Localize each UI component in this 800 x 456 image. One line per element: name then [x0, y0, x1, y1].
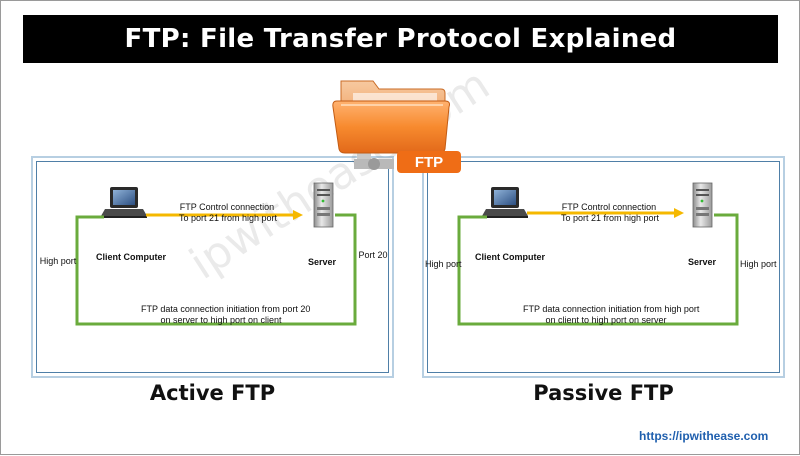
- passive-client-port-label: High port: [425, 259, 462, 269]
- active-client-port-label: High port: [39, 256, 77, 266]
- passive-server-label: Server: [687, 257, 717, 267]
- passive-server-icon: [692, 182, 713, 228]
- passive-client-label: Client Computer: [475, 252, 546, 262]
- active-server-icon: [313, 182, 334, 228]
- passive-data-label: FTP data connection initiation from high…: [523, 304, 700, 325]
- active-server-port-label: Port 20: [358, 250, 388, 260]
- active-ftp-panel: [31, 156, 394, 378]
- title-bar: FTP: File Transfer Protocol Explained: [23, 15, 778, 63]
- active-data-label: FTP data connection initiation from port…: [141, 304, 311, 325]
- passive-client-computer-icon: [482, 187, 528, 218]
- passive-server-port-label: High port: [740, 259, 777, 269]
- active-ftp-title: Active FTP: [149, 381, 276, 405]
- footer-url-link[interactable]: https://ipwithease.com: [639, 429, 769, 443]
- passive-ftp-panel: [422, 156, 785, 378]
- active-client-computer-icon: [101, 187, 147, 218]
- page-title: FTP: File Transfer Protocol Explained: [124, 24, 677, 54]
- active-server-label: Server: [307, 257, 337, 267]
- ftp-badge: FTP: [397, 151, 461, 173]
- passive-data-line: [457, 213, 739, 326]
- active-client-label: Client Computer: [96, 252, 167, 262]
- passive-ftp-title: Passive FTP: [533, 381, 674, 405]
- active-data-line: [75, 213, 357, 326]
